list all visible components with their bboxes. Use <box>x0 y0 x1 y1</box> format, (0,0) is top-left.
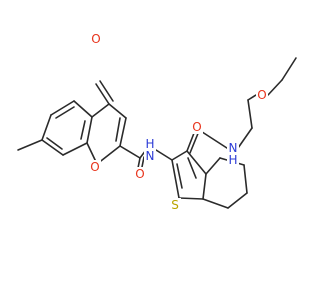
bond-line <box>41 139 64 156</box>
svg-text:O: O <box>91 32 100 46</box>
atom-label-nh-2: N H <box>227 141 239 167</box>
bond-line <box>50 100 75 116</box>
svg-text:H: H <box>145 137 154 151</box>
bond-line <box>91 103 110 118</box>
bond-line <box>55 106 75 119</box>
bond-line <box>41 114 52 141</box>
bond-line <box>80 120 86 140</box>
bond-line <box>171 159 180 199</box>
atom-label-o-ether: O <box>256 88 268 102</box>
svg-text:N: N <box>146 149 155 163</box>
bond-line <box>137 157 141 169</box>
bond-line <box>243 164 248 194</box>
molecule-canvas: O O O H N S <box>17 32 297 212</box>
bond-line <box>187 157 197 179</box>
bond-line <box>119 117 127 147</box>
bond-line <box>267 79 283 96</box>
bond-line <box>115 117 121 142</box>
bond-line <box>17 139 43 151</box>
svg-text:N: N <box>229 141 238 155</box>
atom-label-o-amide-2: O <box>191 120 203 134</box>
bond-line <box>62 142 88 156</box>
bond-line <box>119 145 141 159</box>
atom-label-o-chromone-ketone: O <box>90 32 102 46</box>
bond-line <box>178 197 204 200</box>
bond-line <box>46 137 63 150</box>
bond-line <box>108 103 127 119</box>
atom-label-s-thiophene: S <box>169 198 181 212</box>
bond-line <box>227 192 248 209</box>
svg-text:H: H <box>228 153 237 167</box>
bond-line <box>171 150 188 161</box>
svg-text:S: S <box>171 198 179 212</box>
svg-text:O: O <box>192 120 201 134</box>
svg-text:O: O <box>135 167 144 181</box>
atom-label-o-chromone-ring: O <box>89 160 101 174</box>
bond-line <box>141 156 145 168</box>
bond-line <box>189 130 200 154</box>
bond-line <box>186 150 207 175</box>
atom-label-layer: O O O H N S <box>89 32 268 212</box>
atom-label-o-amide-1: O <box>134 167 146 181</box>
bond-line <box>281 57 297 81</box>
bond-line <box>205 157 221 175</box>
bond-line <box>237 127 253 149</box>
bond-line <box>86 116 93 144</box>
bond-line <box>176 163 183 189</box>
structure-diagram: O O O H N S <box>17 32 297 212</box>
bond-line <box>247 99 253 129</box>
bond-layer <box>17 57 297 209</box>
bond-line <box>73 100 93 118</box>
atom-label-nh-1: H N <box>144 137 156 163</box>
svg-text:O: O <box>257 88 266 102</box>
bond-line <box>155 149 173 161</box>
svg-text:O: O <box>90 160 99 174</box>
bond-line <box>99 80 114 102</box>
bond-line <box>95 83 110 105</box>
bond-line <box>202 173 207 200</box>
bond-line <box>247 94 257 101</box>
bond-line <box>202 198 229 209</box>
